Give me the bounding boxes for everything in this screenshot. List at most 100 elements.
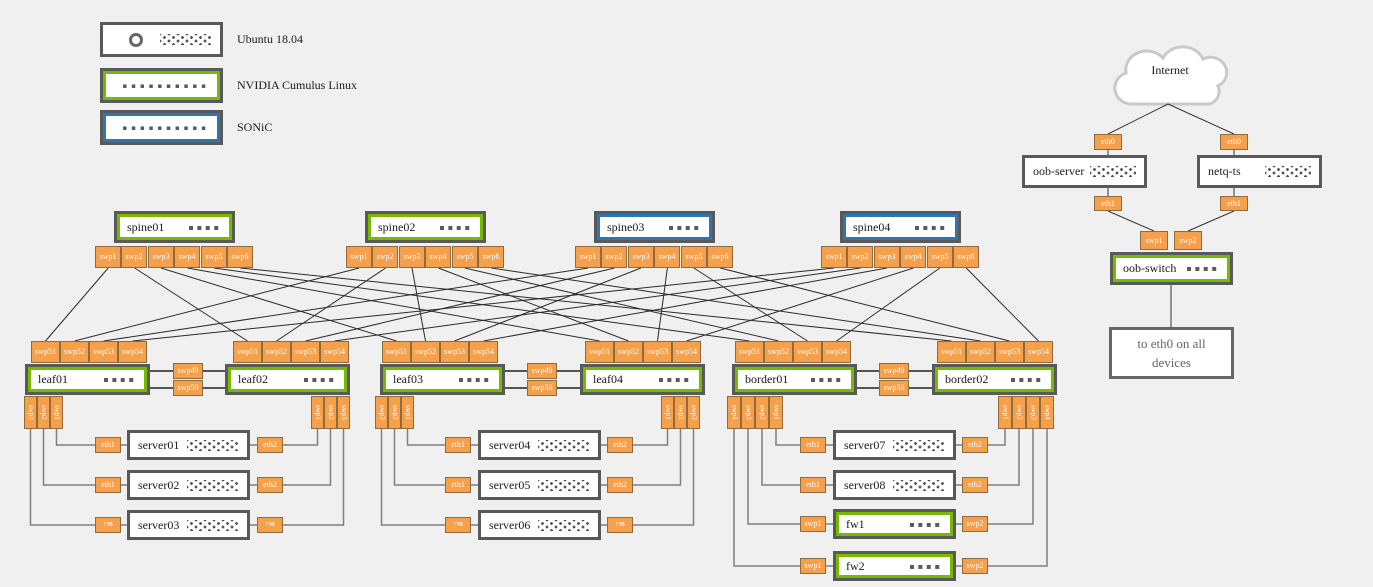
port-spine02-swp6: swp6 [478, 246, 504, 268]
status-led-squares: ▪▪▪▪ [439, 222, 473, 232]
status-led-squares: ▪▪▪▪ [303, 375, 337, 384]
wire [45, 267, 109, 342]
port-spine03-swp6: swp6 [707, 246, 733, 268]
switch-spine02-label: spine02 [378, 219, 416, 234]
port-border01-swp53: swp53 [793, 341, 822, 363]
vport-right-swp2: swp2 [324, 396, 337, 429]
wire [55, 429, 95, 446]
wire [633, 429, 682, 486]
switch-leaf02-label: leaf02 [238, 372, 268, 386]
host-fw1-label: fw1 [846, 516, 865, 531]
vport-right-swp1: swp1 [311, 396, 324, 429]
wire [761, 429, 800, 486]
vport-right-swp2: swp2 [674, 396, 687, 429]
status-led-squares: ▪▪▪▪ [1186, 264, 1220, 273]
wire [464, 267, 779, 342]
status-led-squares: ▪▪▪▪ [810, 375, 844, 384]
switch-border02-label: border02 [945, 372, 989, 386]
legend-swatch-cumulus-face: ▪▪▪▪▪▪▪▪▪▪ [107, 74, 216, 97]
switch-leaf03-face: leaf03▪▪▪▪ [387, 370, 498, 389]
switch-border02-face: border02 ▪▪▪▪ [939, 370, 1050, 389]
host-server04: server04 [478, 430, 601, 460]
vent-dots [1090, 166, 1136, 177]
port-spine02-swp1: swp1 [346, 246, 372, 268]
port-leaf01-swp54: swp54 [118, 341, 147, 363]
port-netq-ts-eth0: eth0 [1220, 134, 1248, 150]
status-led-squares: ▪▪▪▪ [188, 222, 222, 232]
wire [1107, 103, 1169, 135]
host-server07: server07 [833, 430, 956, 460]
port-server08-right: eth2 [962, 477, 988, 493]
port-server03-right: !"#$ [257, 517, 283, 533]
port-spine04-swp2: swp2 [847, 246, 873, 268]
status-led-squares: ▪▪▪▪▪▪▪▪▪▪ [122, 123, 210, 132]
host-server02-label: server02 [138, 477, 180, 492]
host-fw1-face: fw1▪▪▪▪ [840, 515, 949, 533]
port-border01-swp51: swp51 [735, 341, 764, 363]
vent-dots [893, 479, 945, 491]
vport-right-swp4: swp4 [1040, 396, 1054, 429]
wire [74, 267, 360, 342]
wire [187, 267, 600, 342]
host-server04-label: server04 [489, 437, 531, 452]
switch-oob-switch: oob-switch▪▪▪▪ [1110, 252, 1233, 285]
port-netq-ts-eth1: eth1 [1220, 196, 1248, 211]
legend-swatch-ubuntu-face [103, 25, 220, 54]
legend-swatch-sonic-face: ▪▪▪▪▪▪▪▪▪▪ [107, 116, 216, 139]
host-netq-ts: netq-ts [1197, 155, 1322, 188]
wire [988, 429, 1020, 486]
wire [411, 267, 426, 342]
port-border01-swp54: swp54 [822, 341, 851, 363]
vent-dots [187, 439, 239, 451]
host-server01-face: server01 [130, 433, 247, 457]
host-server05-label: server05 [489, 477, 531, 492]
port-oob-server-eth1: eth1 [1094, 196, 1122, 211]
switch-border01-label: border01 [745, 372, 789, 386]
port-spine01-swp2: swp2 [121, 246, 147, 268]
host-fw1: fw1▪▪▪▪ [833, 509, 956, 539]
host-server01-label: server01 [138, 437, 180, 452]
port-spine03-swp5: swp5 [681, 246, 707, 268]
vport-right-swp3: swp3 [1026, 396, 1040, 429]
note-to-eth0: to eth0 on all devices [1109, 327, 1234, 379]
port-peerlink-1-top: swp49 [173, 363, 203, 379]
port-fw2-right: swp2 [962, 558, 988, 574]
ubuntu-logo-icon [128, 32, 143, 47]
port-fw2-left: swp1 [800, 558, 826, 574]
port-leaf02-swp53: swp53 [291, 341, 320, 363]
wire [213, 267, 750, 342]
host-fw2-face: fw2▪▪▪▪ [840, 557, 949, 575]
host-server07-face: server07 [836, 433, 953, 457]
status-led-squares: ▪▪▪▪ [103, 375, 137, 384]
port-leaf03-swp51: swp51 [382, 341, 411, 363]
status-led-squares: ▪▪▪▪ [658, 375, 692, 384]
vport-left-swp1: swp1 [50, 396, 63, 429]
switch-leaf03: leaf03▪▪▪▪ [380, 364, 505, 395]
port-server06-left: !"#$ [445, 517, 471, 533]
wire [240, 267, 952, 342]
host-oob-server-label: oob-server [1033, 164, 1085, 178]
port-fw1-right: swp2 [962, 516, 988, 532]
port-server04-left: eth1 [445, 437, 471, 453]
wire [454, 267, 642, 342]
port-leaf01-swp52: swp52 [60, 341, 89, 363]
port-spine01-swp6: swp6 [227, 246, 253, 268]
host-server08-face: server08 [836, 473, 953, 497]
switch-spine02: spine02 ▪▪▪▪ [365, 211, 486, 243]
vport-left-swp1: swp1 [401, 396, 414, 429]
switch-border02: border02 ▪▪▪▪ [932, 364, 1057, 395]
vport-left-swp3: swp3 [741, 396, 755, 429]
switch-spine01-label: spine01 [127, 219, 165, 234]
port-border02-swp52: swp52 [966, 341, 995, 363]
wire [283, 429, 319, 446]
port-leaf04-swp52: swp52 [614, 341, 643, 363]
vent-dots [538, 439, 590, 451]
switch-spine01: spine01 ▪▪▪▪ [114, 211, 235, 243]
host-server03-label: server03 [138, 517, 180, 532]
port-leaf03-swp53: swp53 [440, 341, 469, 363]
host-server02-face: server02 [130, 473, 247, 497]
host-oob-server-face: oob-server [1025, 158, 1144, 185]
status-led-squares: ▪▪▪▪ [1010, 375, 1044, 384]
